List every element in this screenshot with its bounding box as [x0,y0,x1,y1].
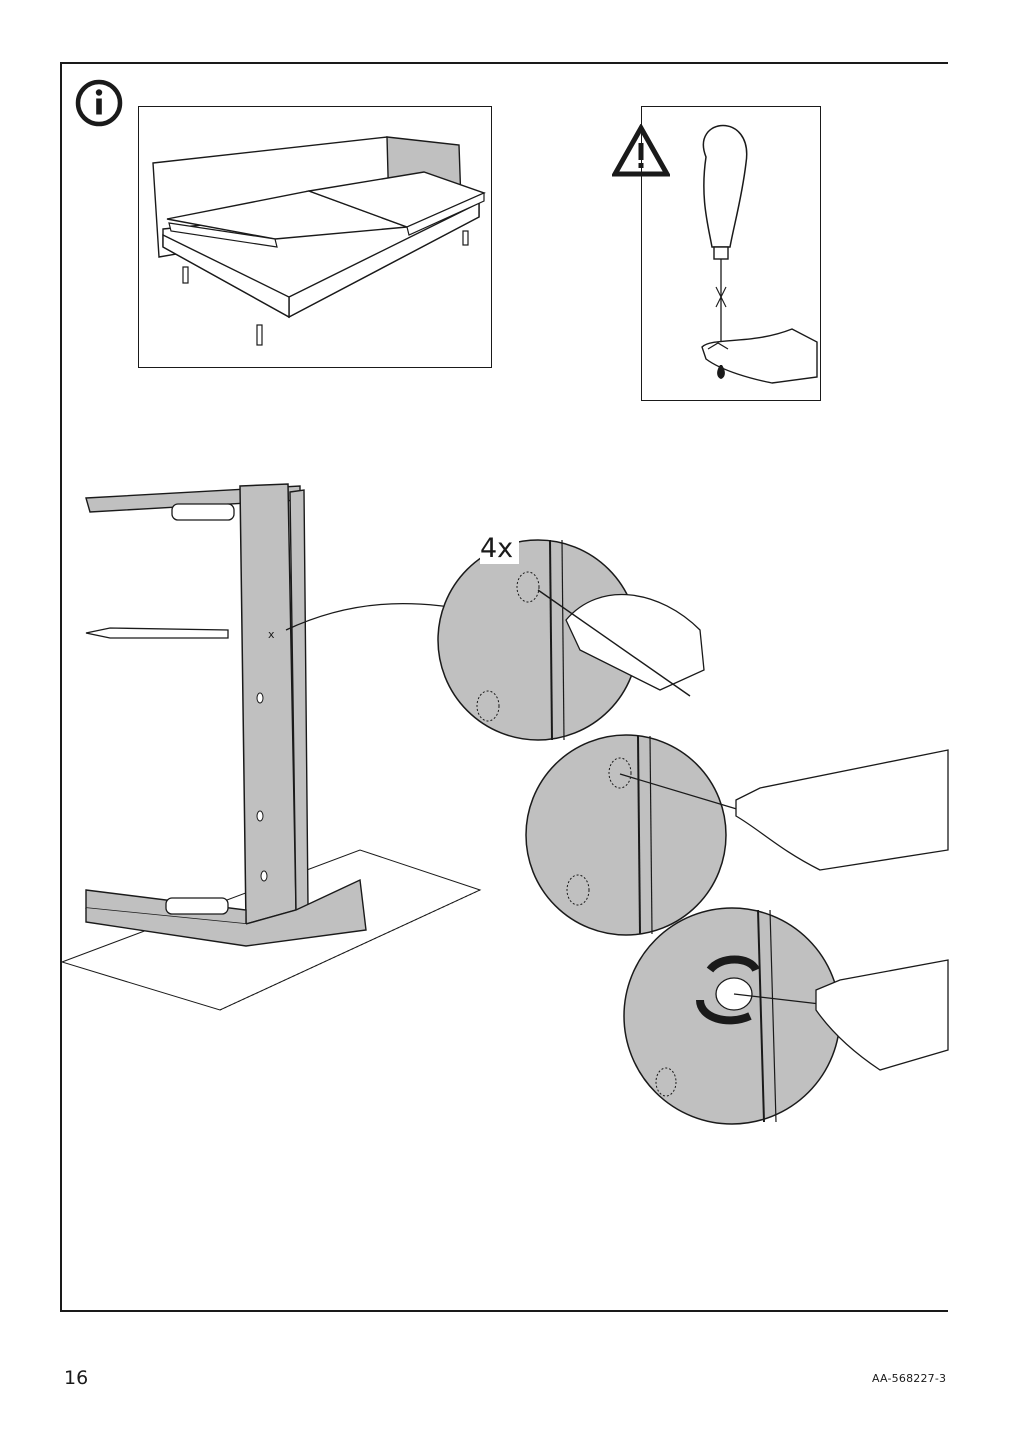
rotate-arrows-icon [696,955,760,1025]
sofa-illustration-box [138,106,492,368]
info-icon [75,79,123,127]
quantity-label: 4x [480,534,520,564]
awl-icon [701,124,818,384]
frame-bottom-line [60,1310,948,1312]
document-code: AA-568227-3 [872,1372,947,1385]
page-number: 16 [64,1367,89,1389]
detail-circle-marking [437,539,705,741]
frame-left-line [60,62,62,1311]
sofa-illustration [152,136,486,346]
detail-circle-awl [525,734,949,936]
warning-illustration-box [641,106,821,401]
pencil [85,627,229,639]
detail-circle-twist [623,907,949,1125]
svg-text:x: x [268,628,275,641]
assembly-illustration: x [60,483,949,1125]
frame-top-line [60,62,948,64]
sofa-side-panel [239,483,297,925]
